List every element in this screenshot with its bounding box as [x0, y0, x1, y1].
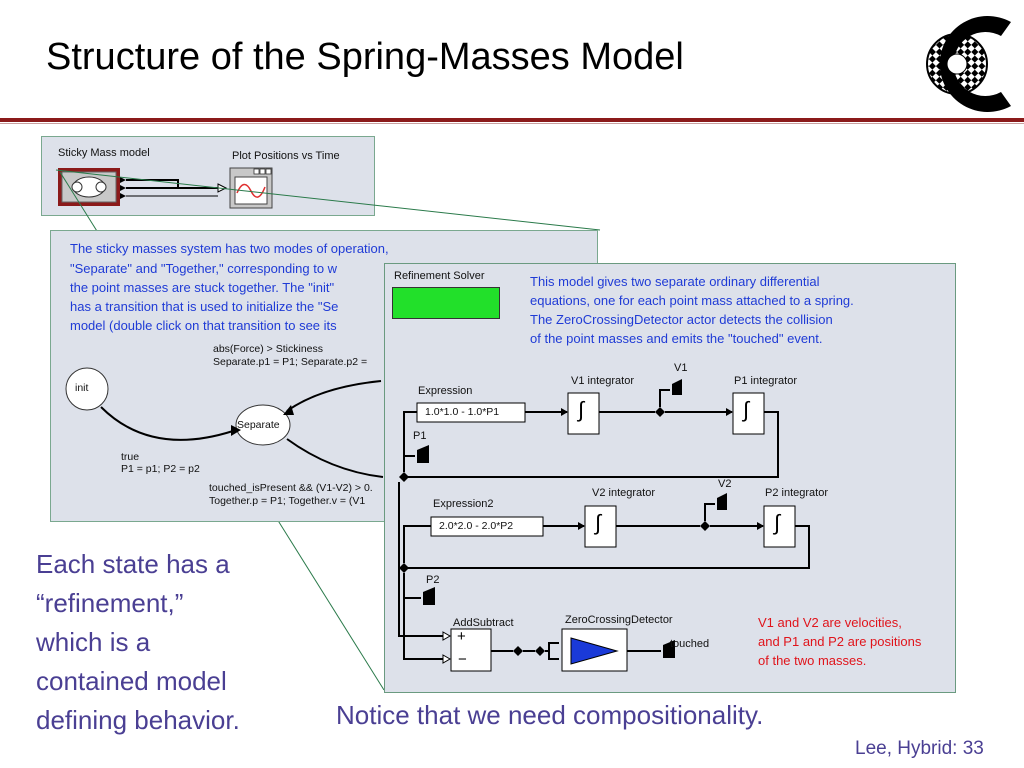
- init-transition-guard-1[interactable]: true: [121, 451, 140, 463]
- p2-port-label: P2: [426, 574, 440, 586]
- note-line-2: and P1 and P2 are positions: [758, 634, 922, 649]
- transition-guard-top-2[interactable]: Separate.p1 = P1; Separate.p2 =: [213, 356, 368, 368]
- add-subtract-label: AddSubtract: [453, 617, 514, 629]
- refinement-description-line-2: equations, one for each point mass attac…: [530, 293, 854, 308]
- p2-integrator-label: P2 integrator: [765, 487, 828, 499]
- v1-integrator-label: V1 integrator: [571, 375, 634, 387]
- sidebar-line: Each state has a: [36, 549, 230, 579]
- sidebar-line: defining behavior.: [36, 705, 240, 735]
- refinement-description-line-3: The ZeroCrossingDetector actor detects t…: [530, 312, 833, 327]
- subtract-port-symbol: −: [458, 651, 467, 668]
- refinement-diagram: [398, 379, 810, 672]
- expression2-label: Expression2: [433, 498, 494, 510]
- add-port-symbol: +: [457, 628, 466, 645]
- sidebar-explanation: Each state has a “refinement,” which is …: [36, 545, 306, 740]
- university-logo-icon: [926, 16, 1011, 112]
- transition-guard-top-1[interactable]: abs(Force) > Stickiness: [213, 343, 323, 355]
- v2-port-label: V2: [718, 478, 732, 490]
- fsm-description-line-4: has a transition that is used to initial…: [70, 299, 339, 314]
- fsm-diagram: [65, 367, 384, 478]
- fsm-description-line-5: model (double click on that transition t…: [70, 318, 337, 333]
- refinement-solver-label: Refinement Solver: [394, 270, 485, 282]
- p1-integrator-symbol[interactable]: ∫: [743, 397, 750, 422]
- transition-guard-bottom-2[interactable]: Together.p = P1; Together.v = (V1: [209, 495, 366, 507]
- zero-crossing-detector-label: ZeroCrossingDetector: [565, 614, 673, 626]
- title-divider: [0, 118, 1024, 122]
- v1-port-label: V1: [674, 362, 688, 374]
- v2-integrator-label: V2 integrator: [592, 487, 655, 499]
- v2-integrator-symbol[interactable]: ∫: [595, 510, 602, 535]
- refinement-solver-block[interactable]: [392, 287, 500, 319]
- transition-guard-bottom-1[interactable]: touched_isPresent && (V1-V2) > 0.: [209, 482, 373, 494]
- plot-actor-label: Plot Positions vs Time: [232, 150, 340, 162]
- sticky-mass-actor-label: Sticky Mass model: [58, 147, 150, 159]
- refinement-description-line-4: of the point masses and emits the "touch…: [530, 331, 823, 346]
- note-line-1: V1 and V2 are velocities,: [758, 615, 902, 630]
- note-line-3: of the two masses.: [758, 653, 867, 668]
- compositionality-note: Notice that we need compositionality.: [336, 700, 764, 730]
- fsm-description-line-3: the point masses are stuck together. The…: [70, 280, 335, 295]
- init-transition-guard-2[interactable]: P1 = p1; P2 = p2: [121, 463, 200, 475]
- v1-integrator-symbol[interactable]: ∫: [578, 397, 585, 422]
- p1-port-label: P1: [413, 430, 427, 442]
- slide-footer: Lee, Hybrid: 33: [855, 738, 984, 759]
- state-init[interactable]: init: [75, 382, 89, 394]
- refinement-description-line-1: This model gives two separate ordinary d…: [530, 274, 820, 289]
- state-separate[interactable]: Separate: [237, 419, 280, 431]
- top-model-diagram: [58, 167, 273, 209]
- expression2-value[interactable]: 2.0*2.0 - 2.0*P2: [439, 520, 514, 532]
- p2-integrator-symbol[interactable]: ∫: [774, 510, 781, 535]
- p1-integrator-label: P1 integrator: [734, 375, 797, 387]
- refinement-model-panel: Refinement Solver This model gives two s…: [384, 263, 956, 693]
- sidebar-line: “refinement,”: [36, 588, 184, 618]
- sidebar-line: which is a: [36, 627, 151, 657]
- slide-title: Structure of the Spring-Masses Model: [46, 36, 684, 78]
- fsm-description-line-2: "Separate" and "Together," corresponding…: [70, 261, 338, 276]
- title-divider-shadow: [0, 123, 1024, 124]
- fsm-description-line-1: The sticky masses system has two modes o…: [70, 241, 389, 256]
- expression1-label: Expression: [418, 385, 473, 397]
- top-level-model-panel: Sticky Mass model Plot Positions vs Time: [41, 136, 375, 216]
- expression1-value[interactable]: 1.0*1.0 - 1.0*P1: [425, 406, 500, 418]
- touched-port-label: touched: [670, 638, 710, 650]
- sidebar-line: contained model: [36, 666, 227, 696]
